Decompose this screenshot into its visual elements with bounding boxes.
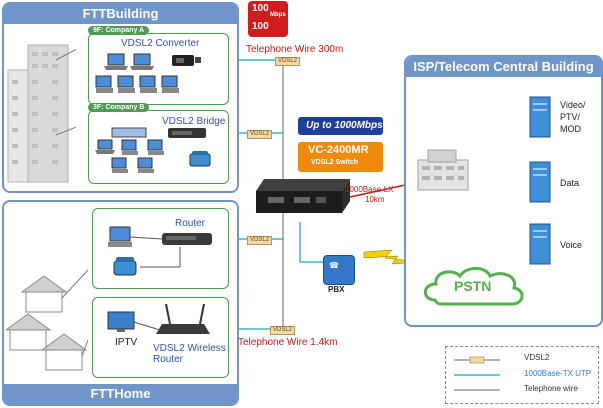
fiber-link bbox=[349, 183, 411, 198]
telephone-wire-300m-label: Telephone Wire 300m bbox=[246, 44, 344, 55]
pstn-label: PSTN bbox=[454, 278, 492, 294]
company-a-tag: 9F: Company A bbox=[88, 26, 150, 35]
company-b-device-label: VDSL2 Bridge bbox=[162, 116, 226, 127]
legend-vdsl2: VDSL2 bbox=[524, 353, 550, 362]
fttbuilding-title: FTTBuilding bbox=[4, 4, 237, 24]
router-label: Router bbox=[175, 218, 206, 229]
wireless-devices bbox=[107, 303, 210, 334]
desktop-pc-icon bbox=[147, 139, 164, 155]
router-devices bbox=[108, 226, 212, 276]
router-box bbox=[92, 208, 229, 289]
vdsl2-wire-tag: VDSL2 bbox=[270, 326, 296, 335]
pbx-icon bbox=[323, 255, 355, 285]
desktop-pc-icon bbox=[95, 75, 113, 93]
telephone-icon bbox=[189, 151, 211, 167]
desktop-pc-icon bbox=[137, 157, 154, 173]
speed-100mbps-icon: 100 Mbps 100 bbox=[248, 1, 288, 37]
vdsl2-wire-tag: VDSL2 bbox=[275, 57, 301, 66]
fiber-label-line2: 10km bbox=[365, 195, 385, 204]
vdsl2-switch-icon bbox=[256, 179, 350, 213]
company-a-devices bbox=[95, 53, 201, 93]
pbx-label: PBX bbox=[328, 285, 345, 294]
vdsl2-wire-tag: VDSL2 bbox=[247, 130, 273, 139]
desktop-pc-icon bbox=[108, 226, 132, 247]
iptv-label: IPTV bbox=[115, 337, 138, 348]
company-b-devices bbox=[95, 127, 211, 173]
router-icon bbox=[162, 233, 212, 245]
telephone-icon bbox=[113, 257, 137, 276]
wireless-router-label-line1: VDSL2 Wireless bbox=[153, 343, 226, 354]
desktop-pc-icon bbox=[161, 75, 179, 93]
product-name: VC-2400MR bbox=[308, 144, 369, 156]
laptop-icon bbox=[104, 53, 128, 70]
vdsl2-converter-icon bbox=[172, 55, 201, 66]
vdsl2-wire-tag: VDSL2 bbox=[247, 236, 273, 245]
laptop-icon bbox=[95, 139, 115, 154]
telephone-wire-1-4km-label: Telephone Wire 1.4km bbox=[238, 337, 338, 348]
network-switch-icon bbox=[111, 127, 147, 138]
company-a-device-label: VDSL2 Converter bbox=[121, 38, 200, 49]
server-video-label-line3: MOD bbox=[560, 124, 581, 134]
office-building-icon bbox=[7, 44, 76, 183]
company-b-tag: 3F: Company B bbox=[88, 103, 150, 112]
tv-icon bbox=[107, 311, 135, 332]
fiber-label-line1: 1000Base-LX bbox=[345, 185, 394, 194]
ftthome-title: FTTHome bbox=[4, 384, 237, 404]
wireless-router-icon bbox=[156, 303, 210, 334]
server-voice-label: Voice bbox=[560, 240, 583, 250]
legend-telephone: Telephone wire bbox=[524, 384, 578, 393]
desktop-pc-icon bbox=[121, 139, 138, 155]
isp-title: ISP/Telecom Central Building bbox=[406, 57, 601, 77]
desktop-pc-icon bbox=[139, 75, 157, 93]
server-icon bbox=[529, 223, 551, 265]
central-office-building-icon bbox=[417, 149, 469, 191]
houses-icon bbox=[6, 270, 88, 371]
vdsl2-bridge-icon bbox=[168, 128, 206, 138]
pbx-link bbox=[299, 222, 325, 263]
product-badge bbox=[298, 142, 383, 172]
wireless-router-label-line2: Router bbox=[153, 354, 184, 365]
server-icon bbox=[529, 96, 551, 138]
laptop-icon bbox=[130, 53, 154, 70]
server-video-label-line2: PTV/ bbox=[560, 112, 581, 122]
product-type: VDSL2 Switch bbox=[311, 159, 359, 166]
server-data-label: Data bbox=[560, 178, 580, 188]
legend-utp: 1000Base-TX UTP bbox=[524, 369, 592, 378]
wireless-router-box bbox=[92, 297, 229, 378]
server-video-label-line1: Video/ bbox=[560, 100, 586, 110]
desktop-pc-icon bbox=[117, 75, 135, 93]
desktop-pc-icon bbox=[111, 157, 128, 173]
speed-badge-text: Up to 1000Mbps bbox=[306, 120, 383, 131]
speed-badge bbox=[298, 117, 383, 135]
pstn-cloud-icon bbox=[423, 267, 524, 306]
legend: VDSL2 1000Base-TX UTP Telephone wire bbox=[445, 346, 599, 404]
pbx-phone-glyph: ☎ bbox=[329, 261, 339, 270]
server-icon bbox=[529, 161, 551, 203]
